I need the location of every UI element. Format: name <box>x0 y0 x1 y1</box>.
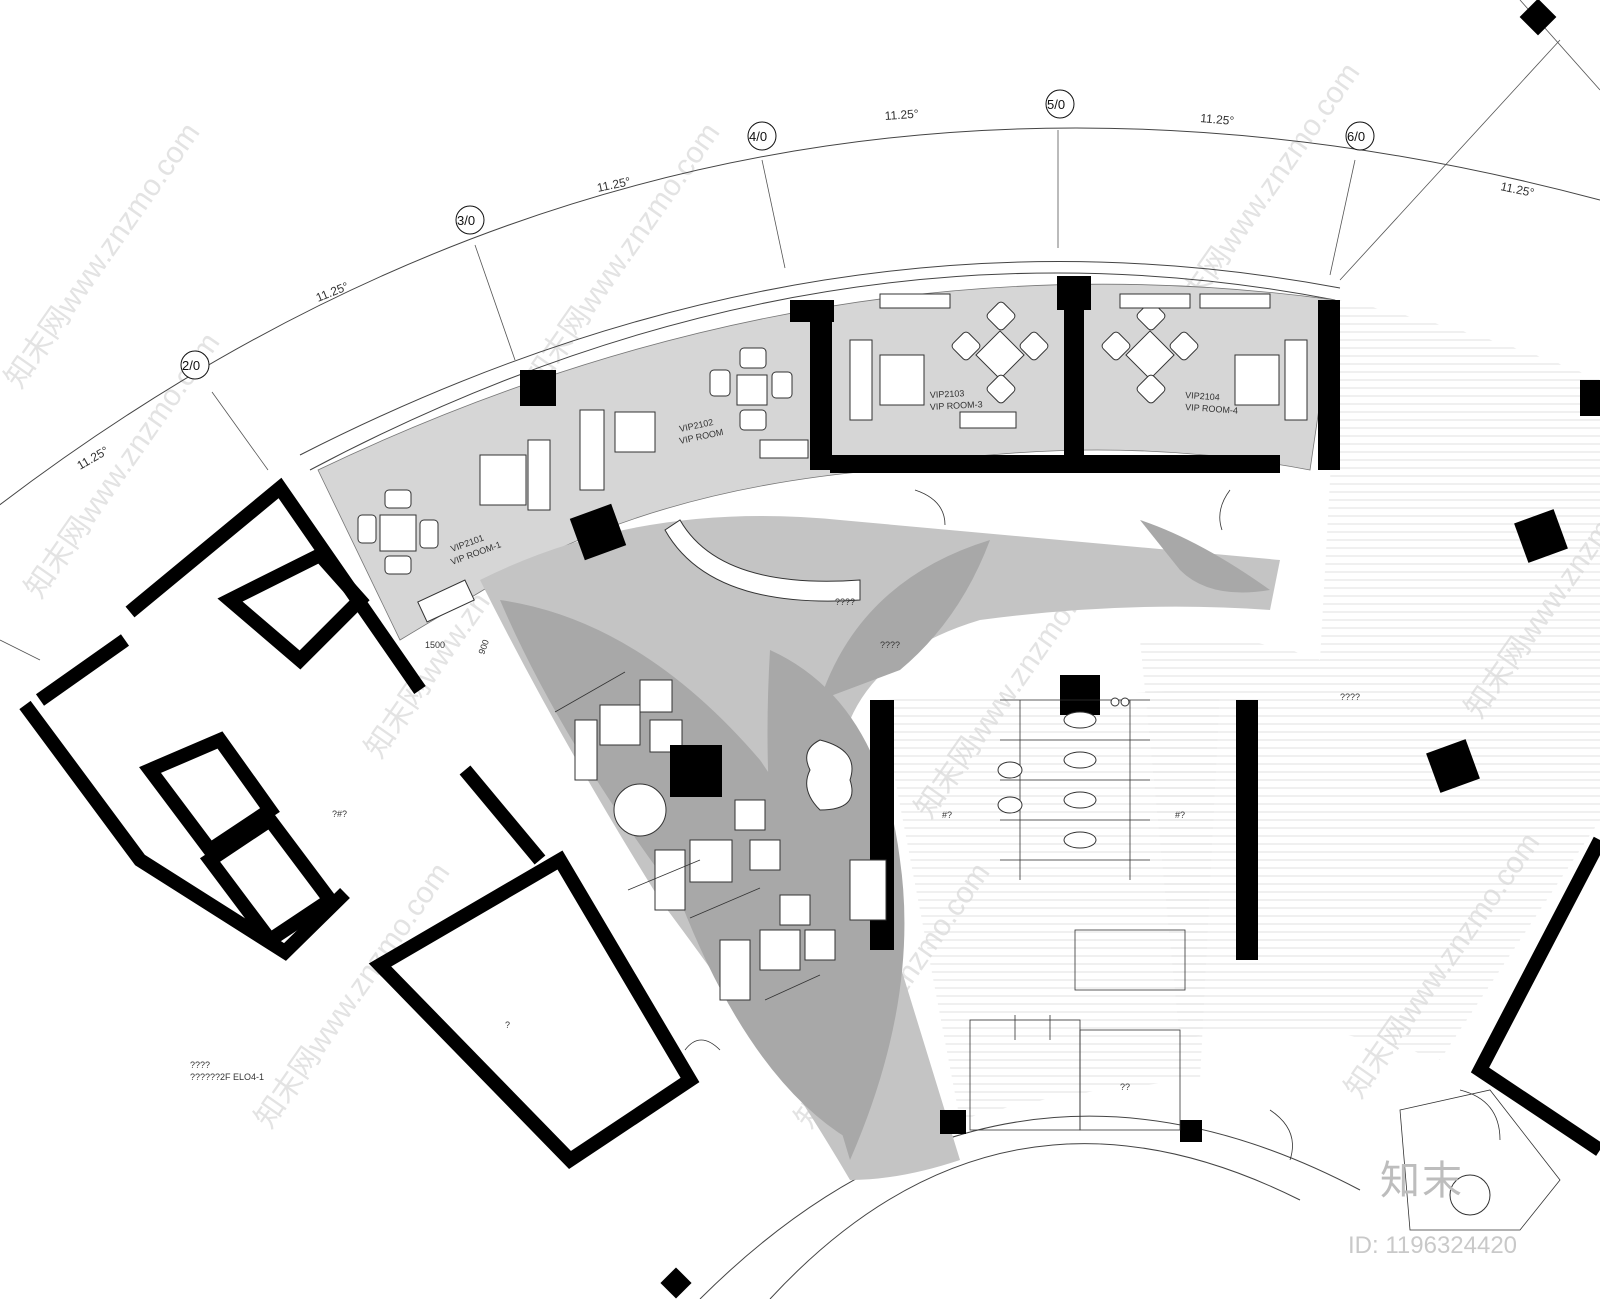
wc-male-label: #? <box>942 810 952 820</box>
doors <box>684 489 1501 1161</box>
grid-tag: 6/0 <box>1345 121 1375 151</box>
grid-tag: 2/0 <box>180 350 210 380</box>
lounge-seating <box>554 671 887 1001</box>
pantry-label: ?? <box>1120 1082 1130 1092</box>
angle-label: 11.25° <box>884 107 919 123</box>
dimension-label: 1500 <box>425 640 445 650</box>
watermark-text: 知末网www.znzmo.com <box>0 117 206 394</box>
service-core-walls <box>19 477 700 1170</box>
southeast-core-walls <box>1470 836 1600 1156</box>
angle-label: 11.25° <box>596 174 632 195</box>
vip3-furniture <box>849 293 1049 429</box>
vip4-furniture <box>1101 293 1308 421</box>
watermark-text: 知末网www.znzmo.com <box>249 857 457 1134</box>
grid-tag-label: 3/0 <box>457 213 475 228</box>
lounge-label: ???? <box>880 640 900 650</box>
grid-tag: 3/0 <box>455 205 485 235</box>
stair-note-label: ???? <box>190 1060 210 1070</box>
corridor-label: ?#? <box>332 809 347 819</box>
vip4-code: VIP2104 <box>1185 390 1220 402</box>
southeast-core-room <box>1399 1089 1561 1231</box>
toilet-fixtures <box>969 697 1186 1131</box>
vip3-name: VIP ROOM-3 <box>930 399 983 412</box>
grid-tag: 5/0 <box>1045 89 1075 119</box>
round-table <box>1449 1174 1491 1216</box>
grid-tag-label: 4/0 <box>749 129 767 144</box>
angle-label: 11.25° <box>1499 179 1535 200</box>
structural-walls <box>520 0 1600 1299</box>
reception-desk <box>664 519 861 602</box>
shaft-label: ? <box>505 1020 510 1030</box>
grid-tag: 4/0 <box>747 121 777 151</box>
reception-label: ???? <box>835 597 855 607</box>
wc-female-label: #? <box>1175 810 1185 820</box>
vip2-furniture <box>579 347 809 491</box>
dimension-label: 900 <box>476 638 491 656</box>
entry-leaf-shape <box>820 540 990 700</box>
vip3-code: VIP2103 <box>930 388 965 400</box>
entry-leaf-shape <box>1140 520 1270 593</box>
east-hall-label: ???? <box>1340 692 1360 702</box>
watermark-id: ID: 1196324420 <box>1348 1232 1518 1259</box>
vip4-name: VIP ROOM-4 <box>1185 402 1238 416</box>
angle-label: 11.25° <box>1200 111 1235 128</box>
angle-label: 11.25° <box>314 279 351 305</box>
toilet-area-floor <box>880 690 1220 1120</box>
grid-tag-label: 2/0 <box>182 358 200 373</box>
watermark-logo-text: 知末 <box>1380 1158 1464 1204</box>
watermark-logo: 知末 <box>1380 1148 1490 1204</box>
grid-axis-tags: 2/0 3/0 4/0 5/0 6/0 <box>180 89 1375 380</box>
grid-tag-label: 5/0 <box>1047 97 1065 112</box>
grid-tag-label: 6/0 <box>1347 129 1365 144</box>
elevator-ref-label: ??????2F ELO4-1 <box>190 1072 264 1082</box>
vip1-furniture <box>357 439 551 623</box>
